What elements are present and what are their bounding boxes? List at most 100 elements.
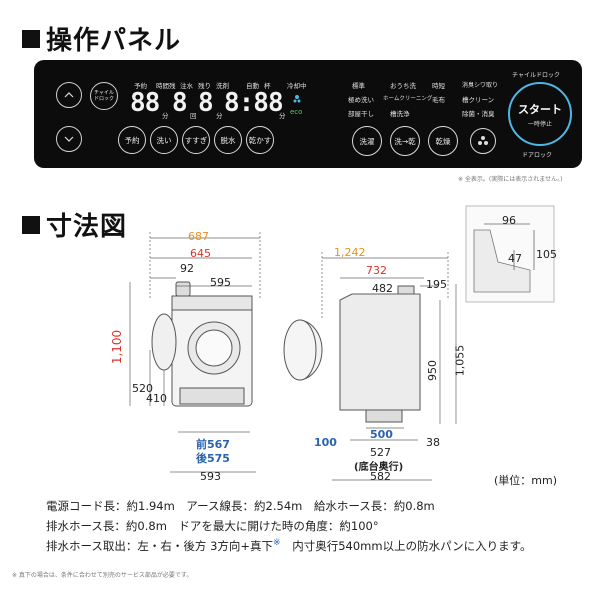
title-square-icon xyxy=(22,215,40,234)
dim-527: 527 xyxy=(370,446,391,459)
inset-detail xyxy=(465,205,555,303)
display-digits-2: 8 xyxy=(172,88,188,118)
dim-410: 410 xyxy=(146,392,167,405)
course-home-cleaning: ホームクリーニング xyxy=(383,96,433,102)
up-button[interactable] xyxy=(56,82,82,108)
plasmacluster-icon xyxy=(478,136,488,145)
dim-1055: 1,055 xyxy=(453,344,467,377)
button-rinse-label: すすぎ xyxy=(184,135,208,145)
button-dry[interactable]: 乾かす xyxy=(246,126,274,154)
display-digits-1: 88 xyxy=(130,88,160,118)
course-jitan: 時短 xyxy=(432,82,445,90)
pause-label: 一時停止 xyxy=(527,120,552,128)
display-unit-min3: 分 xyxy=(279,112,286,120)
dim-950: 950 xyxy=(426,360,439,381)
dim-base-depth: (底台奥行) xyxy=(354,462,404,473)
label-auto: 自動 xyxy=(246,82,259,90)
dim-back-575: 後575 xyxy=(196,452,230,465)
dim-front-567: 前567 xyxy=(196,438,230,451)
button-washing[interactable]: 洗濯 xyxy=(352,126,382,156)
start-pause-button[interactable]: スタート 一時停止 xyxy=(508,82,572,146)
dim-100: 100 xyxy=(314,436,337,449)
button-yoyaku-label: 予約 xyxy=(124,135,140,145)
chevron-up-icon xyxy=(64,92,74,98)
panel-note: ※ 全表示。(実際には表示されません。) xyxy=(458,176,563,183)
down-button[interactable] xyxy=(56,126,82,152)
spec-pan-size: 内寸奥行540mm以上の防水パンに入ります。 xyxy=(292,539,532,553)
course-standard: 標準 xyxy=(352,82,365,90)
dim-500: 500 xyxy=(370,428,393,441)
child-lock-button-label: チャイルドロック xyxy=(93,90,114,102)
dim-1242: 1,242 xyxy=(334,246,366,259)
dim-732: 732 xyxy=(366,264,387,277)
display-digits-3: 8 xyxy=(198,88,214,118)
dim-92: 92 xyxy=(180,262,194,275)
label-cups: 杯 xyxy=(264,82,271,90)
course-tub-clean: 槽クリーン xyxy=(462,96,495,104)
label-water: 注水 xyxy=(180,82,193,90)
display-unit-times: 回 xyxy=(190,112,197,120)
spec-line-2: 排水ホース長：約0.8m ドアを最大に開けた時の角度：約100° xyxy=(46,519,379,533)
button-dry-label: 乾かす xyxy=(248,135,272,145)
dim-height-1100: 1,100 xyxy=(110,329,125,365)
inset-96: 96 xyxy=(502,214,516,227)
footnote: ※ 真下の場合は、条件に合わせて別売のサービス部品が必要です。 xyxy=(12,572,193,579)
dim-482: 482 xyxy=(372,282,393,295)
label-remaining: 残り xyxy=(198,82,211,90)
dim-582: 582 xyxy=(370,470,391,483)
spec-line-3: 排水ホース取出：左・右・後方 3方向+真下※ 内寸奥行540mm以上の防水パンに… xyxy=(46,538,532,554)
eco-label: eco xyxy=(290,108,303,116)
course-tub-wash: 槽洗浄 xyxy=(390,110,410,118)
unit-label: (単位：mm) xyxy=(494,474,558,487)
display-unit-min1: 分 xyxy=(162,112,169,120)
cooling-icon xyxy=(293,95,301,103)
button-yoyaku[interactable]: 予約 xyxy=(118,126,146,154)
button-wash-dry-label: 洗→乾 xyxy=(394,136,416,146)
course-sterilize: 除菌・消臭 xyxy=(462,110,495,118)
button-rinse[interactable]: すすぎ xyxy=(182,126,210,154)
spec-mark: ※ xyxy=(273,538,281,549)
dim-593: 593 xyxy=(200,470,221,483)
course-kiwame: 極め洗い xyxy=(348,96,374,104)
button-drying-label: 乾燥 xyxy=(435,136,451,146)
display-unit-min2: 分 xyxy=(216,112,223,120)
label-cooling: 冷却中 xyxy=(287,82,307,90)
child-lock-button[interactable]: チャイルドロック xyxy=(90,82,118,110)
chevron-down-icon xyxy=(64,136,74,142)
button-wash[interactable]: 洗い xyxy=(150,126,178,154)
display-digits-4: 8:88 xyxy=(224,88,284,118)
section-title-dimensions: 寸法図 xyxy=(22,206,127,243)
course-heyaboshi: 部屋干し xyxy=(348,110,374,118)
front-view-machine xyxy=(151,281,253,407)
spec-line-1: 電源コード長：約1.94m アース線長：約2.54m 給水ホース長：約0.8m xyxy=(46,499,435,513)
course-ouchi: おうち洗 xyxy=(390,82,416,90)
button-spin[interactable]: 脱水 xyxy=(214,126,242,154)
inset-105: 105 xyxy=(536,248,557,261)
control-panel: チャイルドロック 予約 時間残 注水 残り 洗剤 自動 杯 冷却中 88 分 8… xyxy=(34,60,582,168)
label-detergent: 洗剤 xyxy=(216,82,229,90)
dim-width-645: 645 xyxy=(190,247,211,260)
button-spin-label: 脱水 xyxy=(220,135,236,145)
start-label: スタート xyxy=(518,102,562,116)
door-lock-label: ドアロック xyxy=(522,152,553,159)
button-drying[interactable]: 乾燥 xyxy=(428,126,458,156)
title-square-icon xyxy=(22,29,40,48)
label-yoyaku: 予約 xyxy=(134,82,147,90)
dim-595: 595 xyxy=(210,276,231,289)
button-plasmacluster[interactable] xyxy=(470,128,496,154)
side-view-machine xyxy=(283,285,421,423)
button-wash-dry[interactable]: 洗→乾 xyxy=(390,126,420,156)
button-washing-label: 洗濯 xyxy=(359,136,375,146)
section-title-control-panel: 操作パネル xyxy=(22,20,181,57)
inset-47: 47 xyxy=(508,252,522,265)
dim-width-687: 687 xyxy=(188,230,209,243)
dim-38: 38 xyxy=(426,436,440,449)
dimensions-title: 寸法図 xyxy=(46,212,128,242)
child-lock-label: チャイルドロック xyxy=(512,72,560,79)
spec-drain-direction: 排水ホース取出：左・右・後方 3方向+真下 xyxy=(46,539,274,553)
course-blanket: 毛布 xyxy=(432,96,445,104)
label-remaining-time: 時間残 xyxy=(156,82,176,90)
dim-520: 520 xyxy=(132,382,153,395)
button-wash-label: 洗い xyxy=(156,135,172,145)
